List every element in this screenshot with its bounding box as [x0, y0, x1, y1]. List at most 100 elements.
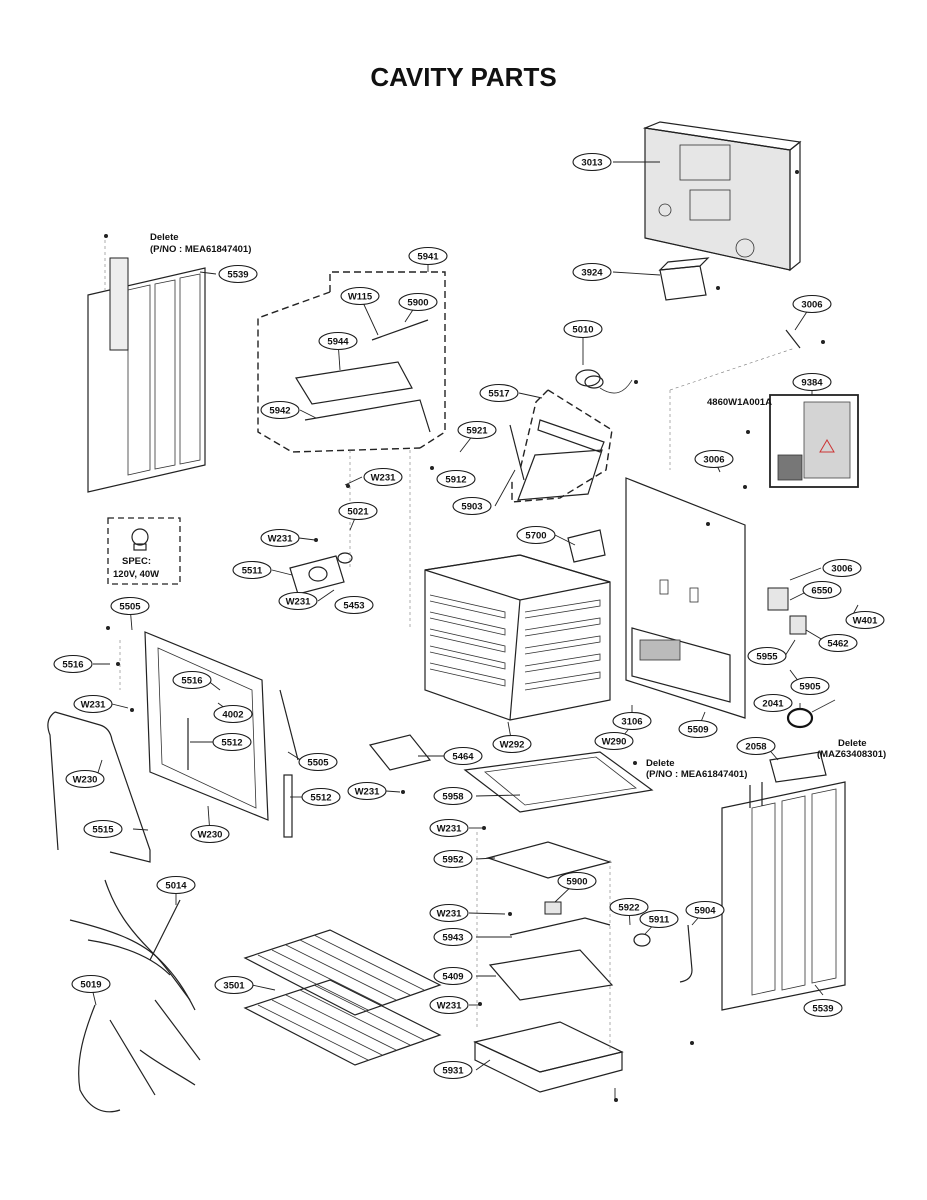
callout-label: 5943: [442, 932, 463, 943]
gasket-5515-b: [47, 711, 59, 851]
callout-label: 5010: [572, 324, 593, 335]
callout-label: 5509: [687, 724, 708, 735]
callout-5952: 5952: [433, 849, 473, 869]
callout-w230: W230: [190, 824, 230, 844]
callout-oval: [334, 595, 374, 615]
callout-oval: [260, 400, 300, 420]
callout-5010: 5010: [563, 319, 603, 339]
callout-5941: 5941: [408, 246, 448, 266]
callout-label: W231: [437, 823, 463, 834]
wire-harness-5019: [78, 1004, 196, 1113]
callout-oval: [338, 501, 378, 521]
callout-oval: [557, 871, 597, 891]
callout-label: 3013: [581, 157, 602, 168]
note-delete-right-2: (P/NO : MEA61847401): [646, 769, 747, 780]
callout-label: 5512: [310, 792, 331, 803]
callout-oval: [492, 734, 532, 754]
callout-oval: [572, 152, 612, 172]
callout-w231: W231: [278, 591, 318, 611]
callout-oval: [436, 469, 476, 489]
callout-w115: W115: [340, 286, 380, 306]
rod-5903: [509, 424, 525, 481]
callout-oval: [479, 383, 519, 403]
callout-oval: [301, 787, 341, 807]
callout-5453: 5453: [334, 595, 374, 615]
callout-label: 5505: [119, 601, 141, 612]
callout-4002: 4002: [213, 704, 253, 724]
callout-oval: [433, 966, 473, 986]
bracket-5464: [368, 734, 432, 771]
callout-oval: [572, 262, 612, 282]
note-delete-maz-1: Delete: [838, 738, 867, 749]
tube-5904: [679, 924, 693, 983]
callout-label: 5903: [461, 501, 482, 512]
plate-5409: [488, 949, 614, 1001]
callout-5019: 5019: [71, 974, 111, 994]
callout-oval: [433, 849, 473, 869]
callout-label: 5958: [442, 791, 463, 802]
callout-5516: 5516: [172, 670, 212, 690]
callout-oval: [433, 1060, 473, 1080]
callout-label: 2058: [745, 741, 766, 752]
callout-oval: [190, 824, 230, 844]
callout-label: 5464: [452, 751, 474, 762]
callout-label: W290: [602, 736, 627, 747]
callout-label: 5905: [799, 681, 821, 692]
callout-oval: [212, 732, 252, 752]
bracket-5700: [567, 529, 606, 563]
callout-5943: 5943: [433, 927, 473, 947]
callout-oval: [71, 974, 111, 994]
callout-oval: [398, 292, 438, 312]
callout-3106: 3106: [612, 711, 652, 731]
callout-oval: [347, 781, 387, 801]
callout-5700: 5700: [516, 525, 556, 545]
callout-oval: [218, 264, 258, 284]
wire-harness-5014: [69, 879, 201, 1061]
callout-label: W231: [437, 1000, 463, 1011]
callout-label: W231: [286, 596, 312, 607]
kit-9384: [769, 394, 859, 488]
callout-label: 5922: [618, 902, 639, 913]
callout-w231: W231: [73, 694, 113, 714]
callout-label: 5944: [327, 336, 349, 347]
callout-5900: 5900: [557, 871, 597, 891]
callout-label: 5021: [347, 506, 369, 517]
callout-oval: [433, 786, 473, 806]
wire-coil-5010: [575, 369, 633, 394]
note-delete-left-1: Delete: [150, 232, 179, 243]
callout-5911: 5911: [639, 909, 679, 929]
callout-5464: 5464: [443, 746, 483, 766]
callout-oval: [792, 372, 832, 392]
callout-oval: [563, 319, 603, 339]
callout-label: 5019: [80, 979, 101, 990]
callout-3006: 3006: [694, 449, 734, 469]
callout-oval: [429, 995, 469, 1015]
callout-oval: [110, 596, 150, 616]
callout-label: W115: [348, 291, 373, 302]
callouts: 301339243006938455395941W115590059445942…: [53, 152, 885, 1080]
callout-oval: [594, 731, 634, 751]
callout-5922: 5922: [609, 897, 649, 917]
callout-w231: W231: [429, 903, 469, 923]
callout-label: W401: [853, 615, 879, 626]
door-panel-5539-left: [87, 257, 206, 493]
callout-label: 5942: [269, 405, 290, 416]
door-panel-5539-right: [721, 781, 846, 1011]
callout-label: 5700: [525, 530, 546, 541]
callout-label: 3924: [581, 267, 603, 278]
callout-w401: W401: [845, 610, 885, 630]
callout-label: 3006: [801, 299, 822, 310]
note-delete-maz-2: (MAZ63408301): [817, 749, 886, 760]
callout-w231: W231: [363, 467, 403, 487]
callout-5511: 5511: [232, 560, 272, 580]
callout-5539: 5539: [218, 264, 258, 284]
callout-label: 5014: [165, 880, 187, 891]
broil-assembly-5941: [257, 271, 446, 453]
callout-label: W231: [371, 472, 397, 483]
callout-5931: 5931: [433, 1060, 473, 1080]
callout-oval: [318, 331, 358, 351]
strip-5512-b: [283, 774, 293, 838]
callout-5958: 5958: [433, 786, 473, 806]
callout-oval: [156, 875, 196, 895]
